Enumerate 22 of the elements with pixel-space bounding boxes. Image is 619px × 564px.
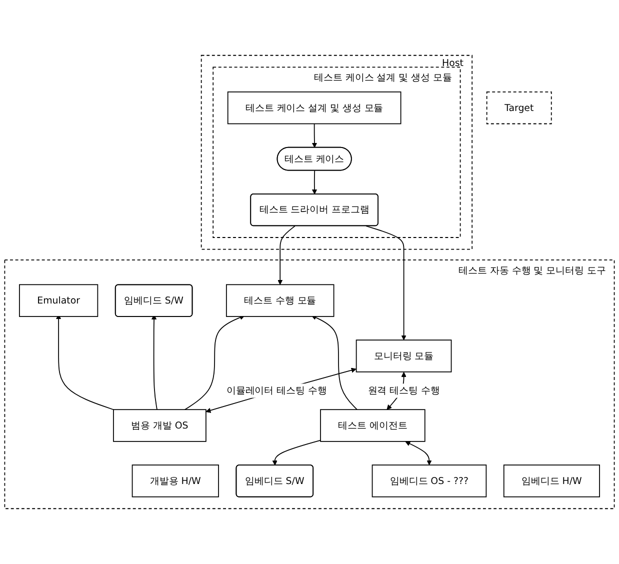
edge-label: 원격 테스팅 수행 (368, 384, 440, 396)
node-box: 범용 개발 OS (113, 409, 206, 442)
node-box: 테스트 케이스 설계 및 생성 모듈 (227, 91, 402, 124)
arrow (206, 368, 356, 413)
arrow (272, 440, 321, 466)
node-box: Emulator (19, 284, 98, 317)
arrow (405, 441, 432, 466)
arrow (312, 123, 318, 148)
arrow (184, 315, 245, 410)
node-box: 테스트 에이전트 (320, 409, 426, 442)
node-box: 임베디드 OS - ??? (372, 464, 487, 498)
arrow (151, 314, 158, 410)
arrow (366, 226, 406, 340)
node-box: Target (486, 91, 552, 124)
edge-label: 이뮬레이터 테스팅 수행 (226, 384, 327, 396)
arrow (56, 314, 114, 410)
node-box: 모니터링 모듈 (356, 340, 452, 372)
node-box: 개발용 H/W (132, 464, 219, 498)
node-box: 테스트 수행 모듈 (226, 284, 334, 317)
node-box: 임베디드 H/W (503, 464, 600, 498)
arrow (312, 315, 358, 410)
arrow (312, 170, 318, 194)
